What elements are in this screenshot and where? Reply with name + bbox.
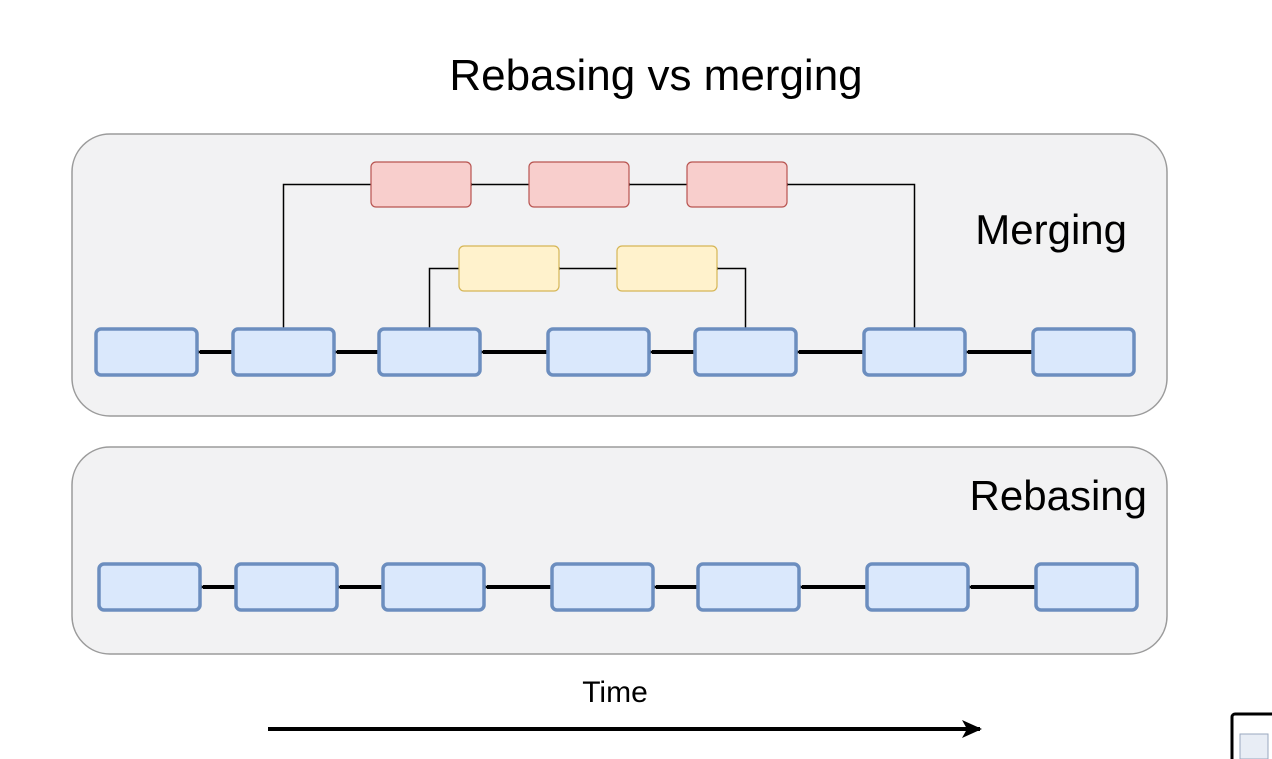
feature-b-branch-link [425, 267, 459, 334]
feature-b-commit [458, 245, 560, 292]
feature-b-merge-link [712, 264, 747, 329]
merging-main-commit [1031, 327, 1136, 377]
merging-label: Merging [975, 206, 1127, 253]
merging-main-commit [377, 327, 482, 377]
merging-main-commit [94, 327, 199, 377]
rebasing-main-commit [234, 562, 339, 612]
merging-main-commit [862, 327, 967, 377]
merging-main-commit [693, 327, 798, 377]
corner-widget [1230, 712, 1272, 759]
merging-commit-edges [192, 180, 1032, 357]
time-axis: Time [268, 676, 982, 738]
rebasing-main-commit [381, 562, 486, 612]
rebasing-main-commit [696, 562, 801, 612]
time-label: Time [582, 676, 648, 709]
rebasing-panel: Rebasing [71, 446, 1168, 655]
rebasing-commits [97, 562, 1139, 612]
feature-b-commit [616, 245, 718, 292]
rebasing-main-commit [550, 562, 655, 612]
feature-a-commit [370, 161, 472, 208]
merging-main-commit [231, 327, 336, 377]
feature-a-merge-link [782, 180, 916, 329]
feature-a-branch-link [279, 183, 371, 334]
rebasing-main-commit [1034, 562, 1139, 612]
merging-panel: Merging [71, 133, 1168, 417]
rebasing-main-commit [97, 562, 202, 612]
merging-main-commit [546, 327, 651, 377]
page-title: Rebasing vs merging [449, 51, 862, 100]
feature-a-commit [528, 161, 630, 208]
merging-commits [94, 161, 1136, 377]
rebasing-main-commit [865, 562, 970, 612]
feature-a-commit [686, 161, 788, 208]
rebasing-label: Rebasing [970, 472, 1147, 519]
